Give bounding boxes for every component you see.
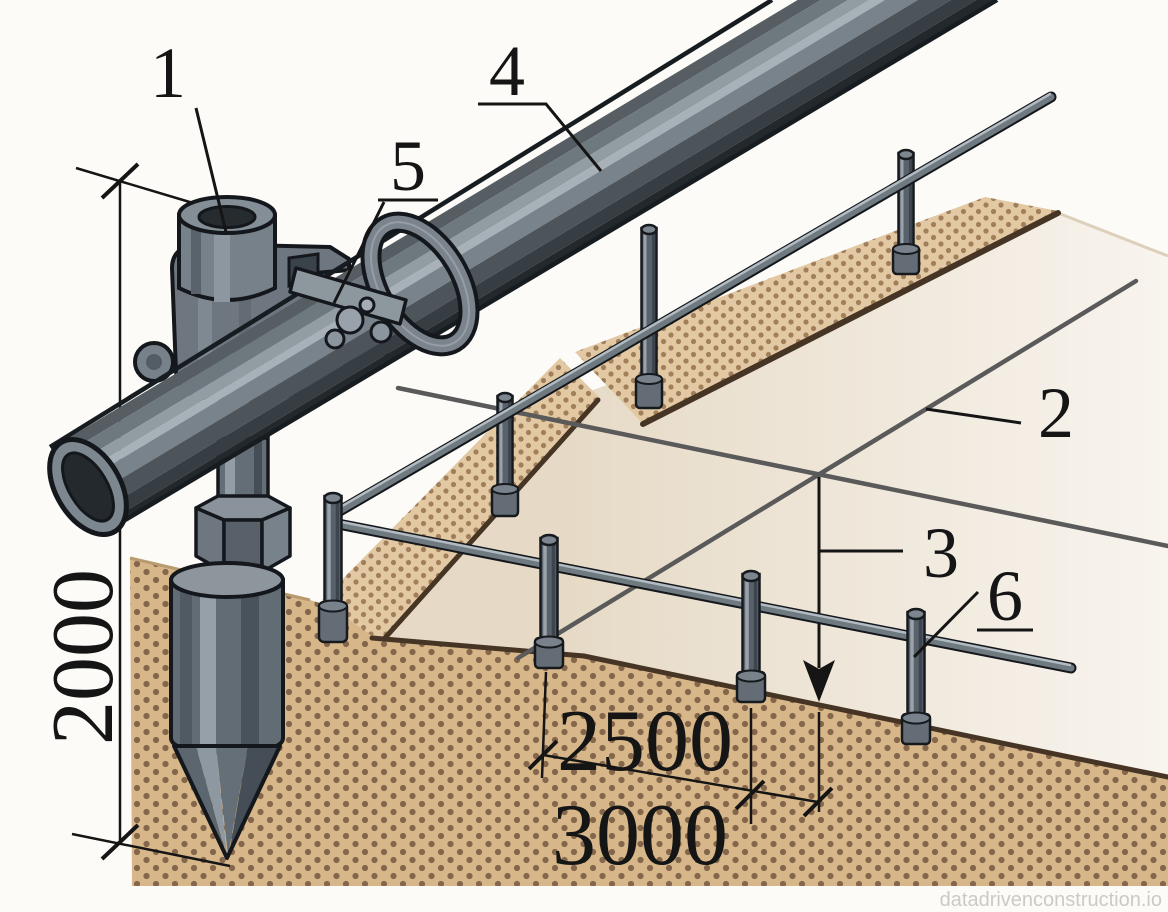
lock-knob [369, 320, 393, 344]
leader-5 [332, 201, 386, 304]
near-stake-4 [900, 607, 932, 746]
leader-1 [194, 107, 228, 233]
ground-section [129, 556, 1168, 886]
socket-hole [197, 205, 257, 229]
far-stake-2 [490, 391, 520, 518]
dim-tick [100, 162, 140, 200]
dim-line [542, 753, 819, 804]
leader-2 [925, 407, 1022, 425]
pipe-open-end [47, 436, 129, 538]
leader-4 [478, 102, 603, 172]
leader-6 [912, 590, 980, 659]
trench-far-edge [640, 210, 1061, 427]
callout-6: 6 [987, 556, 1023, 636]
lock-wedge-plate [288, 266, 408, 326]
lock-knob [335, 305, 365, 335]
arrowhead-down-icon [803, 660, 835, 702]
dim-tick [802, 786, 834, 818]
watermark: datadrivenconstruction.io [940, 889, 1162, 911]
dimension-2000: 2000 [35, 162, 231, 868]
far-stake-3 [634, 223, 664, 410]
lock-knob [358, 296, 376, 314]
plumb-arrow [803, 477, 835, 702]
near-stake-2 [533, 533, 565, 670]
dim-text-2000: 2000 [35, 569, 132, 745]
callout-3: 3 [923, 513, 959, 593]
near-guide-rail [332, 518, 1077, 674]
dim-text-2500: 2500 [557, 693, 733, 790]
trench-floor [372, 211, 1168, 777]
axis-cord-steep [515, 278, 1139, 661]
near-stake-3 [735, 569, 767, 704]
anchor-socket [177, 195, 277, 302]
dim-tick [734, 779, 766, 811]
near-sand-strip [322, 358, 601, 651]
callout-leaders [194, 102, 1022, 659]
dimension-2500-3000: 2500 3000 [527, 671, 834, 884]
trench-near-edge [373, 397, 601, 651]
callout-2: 2 [1038, 373, 1074, 453]
callout-1: 1 [150, 33, 186, 113]
clamped-pipe [47, 0, 999, 538]
corner-stake [317, 491, 349, 644]
anchor-cone-tip [172, 744, 282, 860]
dim-text-3000: 3000 [552, 787, 728, 884]
axis-cord-shallow [395, 385, 1168, 549]
driver-cylinder [169, 561, 285, 755]
clamp-collar [288, 211, 480, 357]
callout-4: 4 [489, 31, 525, 111]
callout-5: 5 [390, 126, 426, 206]
far-guide-rail [332, 91, 1057, 518]
ground-top-edge [369, 635, 1168, 780]
hex-nut [194, 494, 292, 574]
callout-labels: 1 4 5 2 3 6 [150, 31, 1074, 636]
dim-tick [100, 823, 140, 861]
dim-tick [527, 739, 559, 771]
far-sand-strip [575, 197, 1061, 427]
lock-knob [324, 328, 346, 350]
